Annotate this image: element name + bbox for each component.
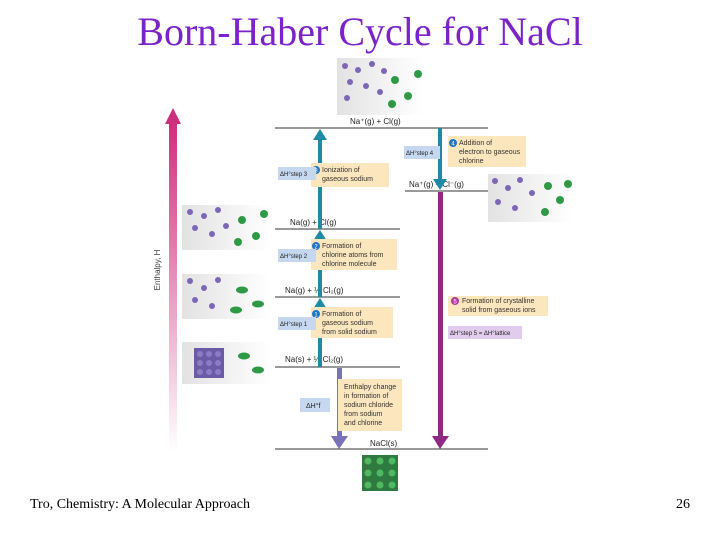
nacl-crystal	[362, 455, 398, 491]
dh-step4: ΔH°step 4	[406, 151, 434, 157]
atom-box-solid-na	[182, 342, 270, 384]
lattice-arrow	[432, 192, 449, 449]
energy-levels	[275, 127, 488, 450]
level-elements-label: Na(s) + ½ Cl₂(g)	[285, 355, 343, 364]
delta-h-boxes: ΔH°step 1 ΔH°step 2 ΔH°step 3 ΔH°step 4 …	[278, 146, 522, 412]
dh-lattice: ΔH°step 5 = ΔH°lattice	[450, 331, 511, 337]
level-na-cl-gas-label: Na(g) + Cl(g)	[290, 218, 337, 227]
atom-box-right	[488, 174, 573, 222]
step4-line1: Addition of	[459, 140, 492, 147]
step1-line2: gaseous sodium	[322, 320, 373, 327]
formation-line2: in formation of	[344, 393, 388, 400]
step1-line1: Formation of	[322, 311, 361, 318]
dh-step1: ΔH°step 1	[280, 322, 308, 328]
step2-line3: chlorine molecule	[322, 261, 377, 268]
step2-badge: 2	[314, 245, 318, 251]
enthalpy-axis-label: Enthalpy, H	[153, 249, 162, 290]
step2-line1: Formation of	[322, 243, 361, 250]
step5-line1: Formation of crystalline	[462, 298, 534, 305]
atom-box-na-cl	[182, 205, 270, 250]
step5-badge: 5	[453, 300, 457, 306]
slide-title: Born-Haber Cycle for NaCl	[137, 9, 583, 54]
step1-line3: from solid sodium	[322, 329, 377, 336]
step4-line2: electron to gaseous	[459, 149, 521, 156]
formation-line5: and chlorine	[344, 420, 382, 427]
page-number: 26	[676, 497, 690, 512]
dh-formation: ΔH°f	[306, 402, 321, 410]
formation-line3: sodium chloride	[344, 402, 393, 409]
step3-line2: gaseous sodium	[322, 176, 373, 183]
dh-step2: ΔH°step 2	[280, 254, 308, 260]
step1-badge: 1	[314, 313, 318, 319]
formation-line4: from sodium	[344, 411, 383, 418]
dh-step3: ΔH°step 3	[280, 172, 308, 178]
level-na-half-cl2-label: Na(g) + ½ Cl₂(g)	[285, 286, 344, 295]
step3-line1: Ionization of	[322, 167, 360, 174]
atom-illustrations	[182, 58, 573, 491]
enthalpy-axis: Enthalpy, H	[153, 108, 181, 452]
step4-badge: 4	[451, 142, 455, 148]
level-top-label: Na⁺(g) + Cl(g)	[350, 117, 401, 126]
step3-badge: 3	[314, 169, 318, 175]
atom-box-na-cl2	[182, 274, 270, 319]
footer-source: Tro, Chemistry: A Molecular Approach	[30, 497, 250, 512]
step2-line2: chlorine atoms from	[322, 252, 384, 259]
callouts: 1 Formation of gaseous sodium from solid…	[311, 136, 548, 431]
atom-box-top	[337, 58, 422, 115]
formation-line1: Enthalpy change	[344, 384, 396, 391]
level-product-label: NaCl(s)	[370, 439, 397, 448]
step5-line2: solid from gaseous ions	[462, 307, 536, 314]
step4-line3: chlorine	[459, 158, 484, 165]
